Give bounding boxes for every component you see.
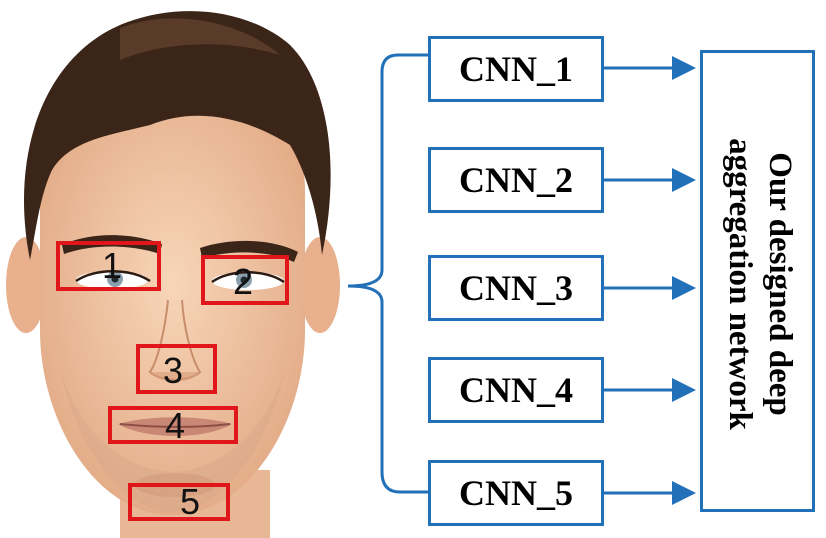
region-label-3: 3 bbox=[163, 350, 184, 391]
cnn-box-5-label: CNN_5 bbox=[459, 473, 573, 513]
region-label-2: 2 bbox=[233, 261, 254, 302]
cnn-box-1: CNN_1 bbox=[428, 36, 604, 102]
region-box-4 bbox=[108, 406, 238, 444]
aggregation-label-line-1: Our designed deep bbox=[762, 152, 798, 416]
region-box-5 bbox=[128, 483, 230, 521]
right-ear bbox=[300, 237, 340, 333]
cnn-box-4-label: CNN_4 bbox=[459, 370, 573, 410]
hair bbox=[24, 11, 331, 260]
region-box-3 bbox=[136, 344, 217, 394]
cnn-box-2: CNN_2 bbox=[428, 147, 604, 213]
cnn-box-4: CNN_4 bbox=[428, 357, 604, 423]
cnn-box-3-label: CNN_3 bbox=[459, 268, 573, 308]
face-skin bbox=[40, 95, 305, 515]
region-box-2 bbox=[201, 255, 289, 305]
bracket bbox=[347, 53, 428, 494]
cnn-box-3: CNN_3 bbox=[428, 255, 604, 321]
cnn-box-5: CNN_5 bbox=[428, 460, 604, 526]
face-illustration bbox=[6, 11, 340, 538]
aggregation-label-line-2: aggregation network bbox=[722, 138, 758, 430]
region-label-4: 4 bbox=[165, 405, 186, 446]
left-ear bbox=[6, 237, 46, 333]
region-label-5: 5 bbox=[180, 481, 201, 522]
aggregation-network-label: Our designed deep aggregation network bbox=[720, 59, 800, 509]
cnn-box-1-label: CNN_1 bbox=[459, 49, 573, 89]
cnn-box-2-label: CNN_2 bbox=[459, 160, 573, 200]
aggregation-network-box: Our designed deep aggregation network bbox=[700, 50, 815, 512]
region-label-1: 1 bbox=[102, 245, 123, 286]
region-box-1 bbox=[56, 241, 161, 291]
